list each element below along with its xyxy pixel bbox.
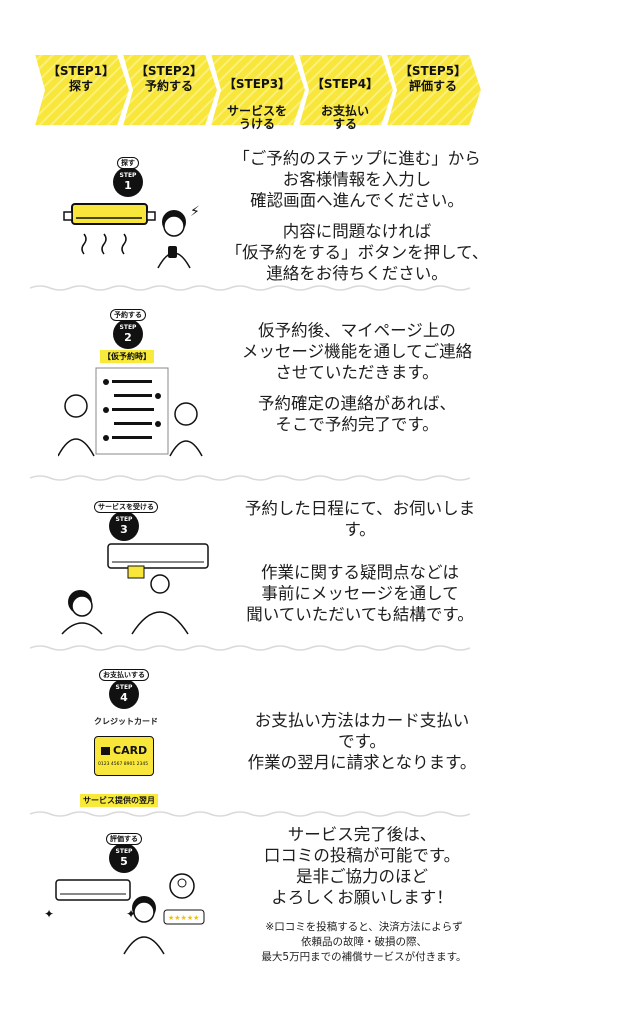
step-badge-1: 探す STEP 1: [98, 150, 158, 197]
step-badge-4-circle: STEP 4: [109, 679, 139, 709]
banner-step-2-label: 予約する: [144, 79, 193, 93]
step-3-text-line: 事前にメッセージを通して: [261, 584, 459, 603]
banner-step-5-label: 評価する: [408, 79, 457, 93]
step-badge-4-tag: お支払いする: [99, 669, 149, 681]
step-5-text-line: よろしくお願いします！: [271, 888, 453, 907]
note-line: ※口コミを投稿すると、決済方法によらず: [265, 921, 463, 933]
svg-text:✦: ✦: [126, 907, 136, 921]
step-badge-2-word: STEP: [119, 324, 137, 331]
compensation-note: ※口コミを投稿すると、決済方法によらず 依頼品の故障・破損の際、 最大5万円まで…: [232, 920, 496, 965]
credit-card-illustration: CARD 0123 4567 8901 2345: [94, 736, 154, 776]
step-3-text-line: す。: [344, 520, 376, 539]
step-badge-3-circle: STEP 3: [109, 511, 139, 541]
step-badge-3: サービスを受ける STEP 3: [94, 494, 158, 541]
svg-text:★★★★★: ★★★★★: [168, 914, 199, 922]
step-2-text-line: メッセージ機能を通してご連絡: [241, 342, 473, 361]
section-divider: [30, 475, 470, 481]
step-2-text-line: そこで予約完了です。: [275, 415, 439, 434]
step-badge-5-tag: 評価する: [106, 833, 142, 845]
step-badge-4-word: STEP: [115, 684, 133, 691]
step-4-text-line: お支払い方法はカード支払い: [254, 711, 470, 730]
step-4-text-line: 作業の翌月に請求となります。: [247, 753, 477, 772]
svg-text:✦: ✦: [44, 907, 54, 921]
svg-text:⚡: ⚡: [190, 204, 200, 220]
step-4-description: お支払い方法はカード支払い です。 作業の翌月に請求となります。: [236, 710, 488, 773]
step-1-text-line: 内容に問題なければ: [282, 222, 432, 241]
step-4-text-line: です。: [338, 732, 386, 751]
banner-step-1: 【STEP1】 探す: [38, 64, 124, 94]
step-2-description: 仮予約後、マイページ上の メッセージ機能を通してご連絡 させていただきます。 予…: [222, 320, 492, 435]
step-badge-1-tag: 探す: [117, 157, 139, 169]
step-badge-5: 評価する STEP 5: [94, 826, 154, 873]
step-badge-1-word: STEP: [119, 172, 137, 179]
step-1-text-line: 確認画面へ進んでください。: [250, 191, 464, 210]
step-badge-3-number: 3: [120, 523, 128, 536]
step-1-text-line: お客様情報を入力し: [282, 170, 432, 189]
banner-step-2-tag: 【STEP2】: [135, 64, 203, 78]
message-chat-illustration: [58, 367, 203, 457]
banner-step-5-tag: 【STEP5】: [399, 64, 467, 78]
step-badge-2-circle: STEP 2: [113, 319, 143, 349]
banner-step-1-tag: 【STEP1】: [47, 64, 115, 78]
banner-step-3-tag: 【STEP3】: [223, 77, 291, 91]
step-badge-2: 予約する STEP 2: [98, 302, 158, 349]
aircon-hot-illustration: ⚡: [63, 203, 200, 269]
step-3-description: 予約した日程にて、お伺いしま す。 作業に関する疑問点などは 事前にメッセージを…: [232, 498, 488, 625]
banner-step-4: 【STEP4】 お支払い する: [302, 64, 388, 131]
banner-step-2: 【STEP2】 予約する: [126, 64, 212, 94]
step-banner: 【STEP1】 探す 【STEP2】 予約する 【STEP3】 サービスを うけ…: [34, 50, 484, 131]
section-divider: [30, 285, 470, 291]
section-divider: [30, 645, 470, 651]
banner-step-4-label: お支払い する: [320, 104, 369, 131]
step-badge-2-number: 2: [124, 331, 132, 344]
aircon-service-illustration: [61, 543, 209, 635]
section-divider: [30, 811, 470, 817]
step-badge-4-number: 4: [120, 691, 128, 704]
credit-card-label: クレジットカード: [94, 717, 158, 726]
banner-step-5: 【STEP5】 評価する: [390, 64, 476, 94]
banner-step-1-label: 探す: [68, 79, 93, 93]
step-badge-2-tag: 予約する: [110, 309, 146, 321]
card-text: CARD: [113, 744, 148, 757]
step-5-text-line: 是非ご協力のほど: [296, 867, 428, 886]
banner-step-4-tag: 【STEP4】: [311, 77, 379, 91]
step-1-text-line: 連絡をお待ちください。: [266, 264, 448, 283]
banner-step-3-label: サービスを うける: [226, 104, 287, 131]
step-badge-5-number: 5: [120, 855, 128, 868]
card-number: 0123 4567 8901 2345: [98, 762, 149, 767]
note-line: 最大5万円までの補償サービスが付きます。: [261, 951, 467, 963]
step-2-text-line: 仮予約後、マイページ上の: [258, 321, 456, 340]
step-2-text-line: させていただきます。: [275, 363, 439, 382]
billing-month-caption: サービス提供の翌月: [80, 794, 158, 807]
step-badge-3-tag: サービスを受ける: [94, 501, 158, 513]
step-banner-background: [34, 53, 484, 127]
step-5-description: サービス完了後は、 口コミの投稿が可能です。 是非ご協力のほど よろしくお願いし…: [236, 824, 488, 908]
card-chip-icon: [101, 747, 110, 755]
step-1-text-line: 「ご予約のステップに進む」から: [233, 149, 481, 168]
step-3-text-line: 作業に関する疑問点などは: [261, 563, 459, 582]
step-3-text-line: 予約した日程にて、お伺いしま: [244, 499, 476, 518]
step-badge-4: お支払いする STEP 4: [94, 662, 154, 709]
provisional-booking-label: 【仮予約時】: [100, 350, 154, 363]
note-line: 依頼品の故障・破損の際、: [301, 936, 427, 948]
step-1-text-line: 「仮予約をする」ボタンを押して、: [225, 243, 489, 262]
step-badge-3-word: STEP: [115, 516, 133, 523]
step-badge-5-circle: STEP 5: [109, 843, 139, 873]
review-illustration: ✦ ✦ ★★★★★: [44, 873, 205, 955]
step-2-text-line: 予約確定の連絡があれば、: [258, 394, 456, 413]
step-5-text-line: 口コミの投稿が可能です。: [263, 846, 461, 865]
step-1-description: 「ご予約のステップに進む」から お客様情報を入力し 確認画面へ進んでください。 …: [222, 148, 492, 284]
step-3-text-line: 聞いていただいても結構です。: [246, 605, 474, 624]
step-badge-1-circle: STEP 1: [113, 167, 143, 197]
step-5-text-line: サービス完了後は、: [287, 825, 437, 844]
step-badge-1-number: 1: [124, 179, 132, 192]
step-badge-5-word: STEP: [115, 848, 133, 855]
banner-step-3: 【STEP3】 サービスを うける: [214, 64, 300, 131]
